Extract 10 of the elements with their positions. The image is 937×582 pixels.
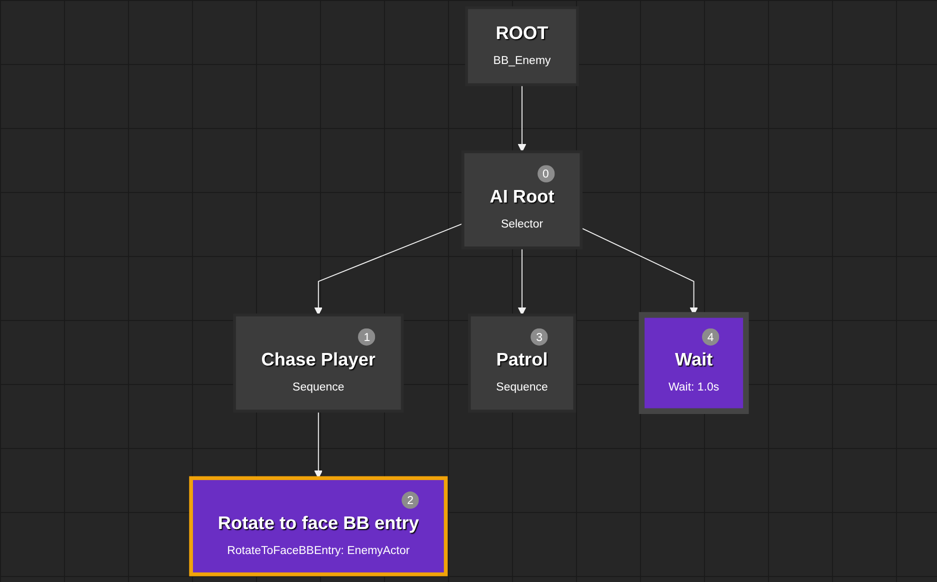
node-box: 4 Wait Wait: 1.0s	[638, 312, 749, 414]
node-box: 1 Chase Player Sequence	[233, 314, 404, 413]
node-box: 3 Patrol Sequence	[468, 314, 576, 413]
arrow	[314, 410, 323, 479]
node-box: ROOT BB_Enemy	[465, 6, 579, 86]
node-box: 0 AI Root Selector	[461, 150, 583, 250]
arrow	[518, 247, 526, 316]
node-box: 2 Rotate to face BB entry RotateToFaceBBEntry: EnemyActor	[189, 476, 448, 576]
arrow	[518, 84, 526, 152]
arrow	[314, 223, 464, 316]
